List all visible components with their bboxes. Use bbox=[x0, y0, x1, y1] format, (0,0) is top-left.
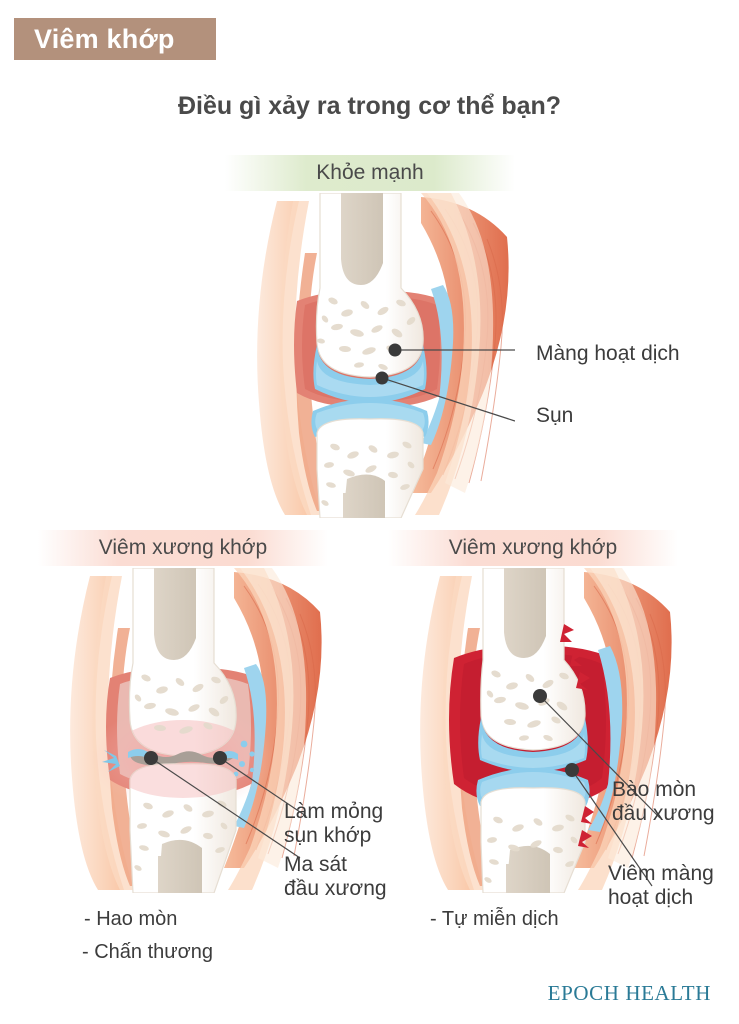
footer-brand: EPOCH HEALTH bbox=[547, 981, 711, 1005]
healthy-leader-synovium bbox=[388, 343, 515, 357]
panel-osteoarthritis-banner-label: Viêm xương khớp bbox=[98, 536, 268, 559]
label-synovitis: Viêm màng hoạt dịch bbox=[608, 862, 714, 910]
label-bone-erosion: Bào mòn đầu xương bbox=[612, 778, 715, 826]
rheumatoid-knee-illustration bbox=[420, 568, 672, 893]
ra-bullet-0: - Tự miễn dịch bbox=[430, 908, 559, 930]
label-cartilage: Sụn bbox=[536, 404, 574, 427]
oa-leader-friction bbox=[213, 751, 307, 817]
panel-healthy-banner: Khỏe mạnh bbox=[225, 155, 515, 191]
panel-healthy: Khỏe mạnh bbox=[225, 155, 515, 518]
page-title: Điều gì xảy ra trong cơ thể bạn? bbox=[177, 92, 562, 120]
ra-leader-synovitis bbox=[565, 763, 653, 887]
oa-leader-thinning bbox=[144, 751, 301, 859]
healthy-knee-illustration bbox=[257, 193, 515, 518]
osteoarthritis-knee-illustration bbox=[70, 568, 322, 893]
panel-rheumatoid: Viêm xương khớp bbox=[388, 530, 678, 893]
ra-leader-erosion bbox=[533, 689, 661, 819]
oa-bullet-0: - Hao mòn bbox=[84, 908, 178, 930]
panel-osteoarthritis: Viêm xương khớp bbox=[38, 530, 328, 893]
panel-osteoarthritis-banner: Viêm xương khớp bbox=[38, 530, 328, 566]
oa-bullet-1: - Chấn thương bbox=[82, 941, 214, 963]
panel-rheumatoid-banner-label: Viêm xương khớp bbox=[448, 536, 618, 559]
panel-healthy-banner-label: Khỏe mạnh bbox=[316, 161, 424, 184]
header-badge-label: Viêm khớp bbox=[34, 23, 175, 54]
panel-rheumatoid-banner: Viêm xương khớp bbox=[388, 530, 678, 566]
label-bone-friction: Ma sát đầu xương bbox=[284, 853, 387, 901]
healthy-leader-cartilage bbox=[375, 371, 515, 422]
label-cartilage-thinning: Làm mỏng sụn khớp bbox=[284, 800, 384, 848]
label-synovial-membrane: Màng hoạt dịch bbox=[536, 342, 680, 365]
header-badge: Viêm khớp bbox=[14, 18, 216, 60]
